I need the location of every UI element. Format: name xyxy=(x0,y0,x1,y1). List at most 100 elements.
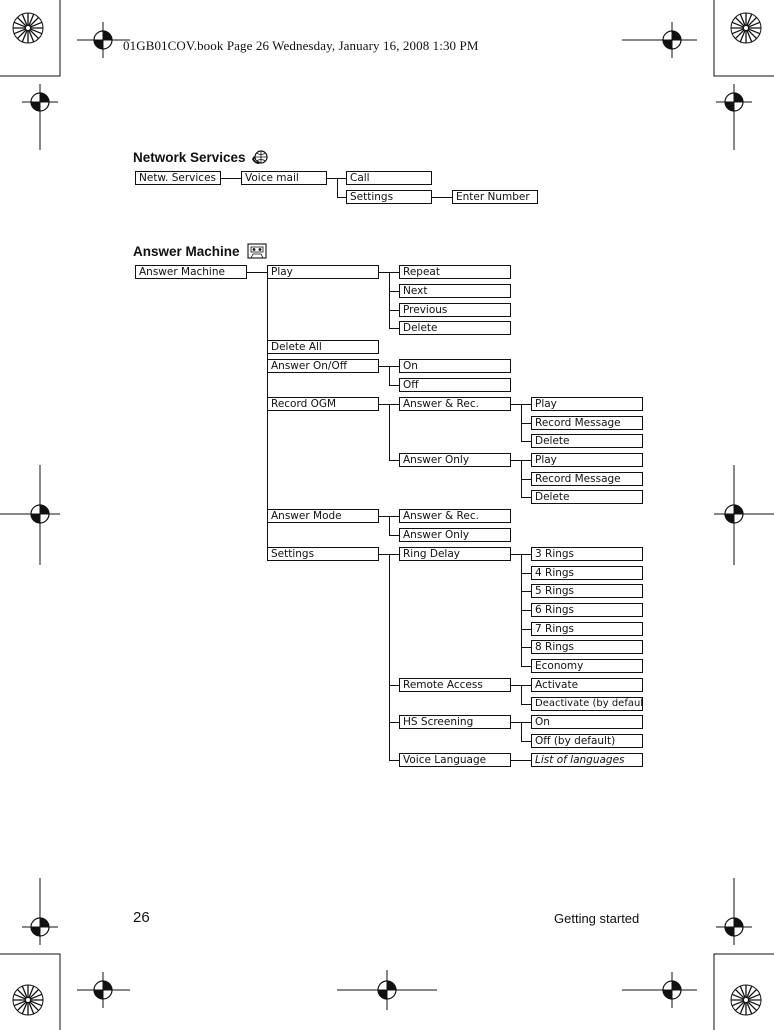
crosshair-icon xyxy=(84,971,122,1009)
connector xyxy=(247,272,267,273)
connector xyxy=(389,272,399,273)
menu-answer-mode: Answer Mode xyxy=(267,509,379,523)
print-header: 01GB01COV.book Page 26 Wednesday, Januar… xyxy=(123,38,479,53)
star-target-icon xyxy=(730,984,762,1016)
crosshair-icon xyxy=(653,21,691,59)
menu-netw-services: Netw. Services xyxy=(135,171,221,185)
menu-ogm-rec-record-message: Record Message xyxy=(531,416,643,430)
connector xyxy=(521,423,531,424)
connector xyxy=(389,460,399,461)
connector xyxy=(379,516,389,517)
connector xyxy=(327,178,337,179)
menu-settings: Settings xyxy=(346,190,432,204)
answer-machine-title: Answer Machine xyxy=(133,243,267,259)
connector xyxy=(521,704,531,705)
connector xyxy=(389,272,390,329)
menu-repeat: Repeat xyxy=(399,265,511,279)
menu-next: Next xyxy=(399,284,511,298)
connector xyxy=(221,178,241,179)
globe-phone-icon xyxy=(252,150,268,164)
connector xyxy=(521,479,531,480)
menu-ogm-only-delete: Delete xyxy=(531,490,643,504)
menu-ogm-only-play: Play xyxy=(531,453,643,467)
menu-list-of-languages: List of languages xyxy=(531,753,643,767)
page-number: 26 xyxy=(133,909,150,926)
connector xyxy=(521,404,531,405)
crosshair-icon xyxy=(653,971,691,1009)
connector xyxy=(511,460,521,461)
menu-on: On xyxy=(399,359,511,373)
menu-4-rings: 4 Rings xyxy=(531,566,643,580)
connector xyxy=(511,404,521,405)
menu-hs-screening: HS Screening xyxy=(399,715,511,729)
connector xyxy=(521,591,531,592)
connector xyxy=(511,554,521,555)
menu-record-ogm: Record OGM xyxy=(267,397,379,411)
answer-machine-heading: Answer Machine xyxy=(133,244,240,259)
connector xyxy=(389,310,399,311)
connector xyxy=(521,573,531,574)
star-target-icon xyxy=(12,12,44,44)
connector xyxy=(337,197,346,198)
connector xyxy=(521,722,531,723)
menu-3-rings: 3 Rings xyxy=(531,547,643,561)
menu-remote-access: Remote Access xyxy=(399,678,511,692)
menu-ogm-rec-play: Play xyxy=(531,397,643,411)
connector xyxy=(521,460,531,461)
connector xyxy=(379,366,389,367)
connector xyxy=(389,722,399,723)
menu-answer-machine: Answer Machine xyxy=(135,265,247,279)
crosshair-icon xyxy=(84,21,122,59)
connector xyxy=(521,685,522,704)
connector xyxy=(521,666,531,667)
menu-ogm-answer-only: Answer Only xyxy=(399,453,511,467)
crosshair-icon xyxy=(715,83,753,121)
connector xyxy=(379,404,389,405)
menu-ring-delay: Ring Delay xyxy=(399,547,511,561)
menu-answer-onoff: Answer On/Off xyxy=(267,359,379,373)
connector xyxy=(521,497,531,498)
connector xyxy=(337,178,338,198)
menu-8-rings: 8 Rings xyxy=(531,640,643,654)
crosshair-icon xyxy=(21,495,59,533)
network-services-heading: Network Services xyxy=(133,150,246,165)
menu-6-rings: 6 Rings xyxy=(531,603,643,617)
menu-voice-language: Voice Language xyxy=(399,753,511,767)
menu-off: Off xyxy=(399,378,511,392)
connector xyxy=(389,366,390,385)
connector xyxy=(389,328,399,329)
menu-ogm-answer-rec: Answer & Rec. xyxy=(399,397,511,411)
menu-mode-answer-only: Answer Only xyxy=(399,528,511,542)
connector xyxy=(511,685,521,686)
menu-delete-all: Delete All xyxy=(267,340,379,354)
connector xyxy=(389,404,390,461)
menu-7-rings: 7 Rings xyxy=(531,622,643,636)
connector xyxy=(389,404,399,405)
menu-hs-on: On xyxy=(531,715,643,729)
connector xyxy=(521,629,531,630)
connector xyxy=(521,441,531,442)
tape-cassette-icon xyxy=(247,243,267,259)
crosshair-icon xyxy=(715,495,753,533)
connector xyxy=(511,722,521,723)
section-name: Getting started xyxy=(554,911,640,926)
connector xyxy=(389,535,399,536)
menu-enter-number: Enter Number xyxy=(452,190,538,204)
menu-ogm-only-record-message: Record Message xyxy=(531,472,643,486)
connector xyxy=(389,385,399,386)
connector xyxy=(389,554,390,761)
star-target-icon xyxy=(730,12,762,44)
connector xyxy=(389,554,399,555)
connector xyxy=(379,554,389,555)
crosshair-icon xyxy=(368,971,406,1009)
connector xyxy=(511,760,531,761)
menu-activate: Activate xyxy=(531,678,643,692)
connector xyxy=(521,610,531,611)
menu-voice-mail: Voice mail xyxy=(241,171,327,185)
connector xyxy=(389,685,399,686)
connector xyxy=(521,647,531,648)
menu-mode-answer-rec: Answer & Rec. xyxy=(399,509,511,523)
menu-deactivate: Deactivate (by default) xyxy=(531,697,643,711)
